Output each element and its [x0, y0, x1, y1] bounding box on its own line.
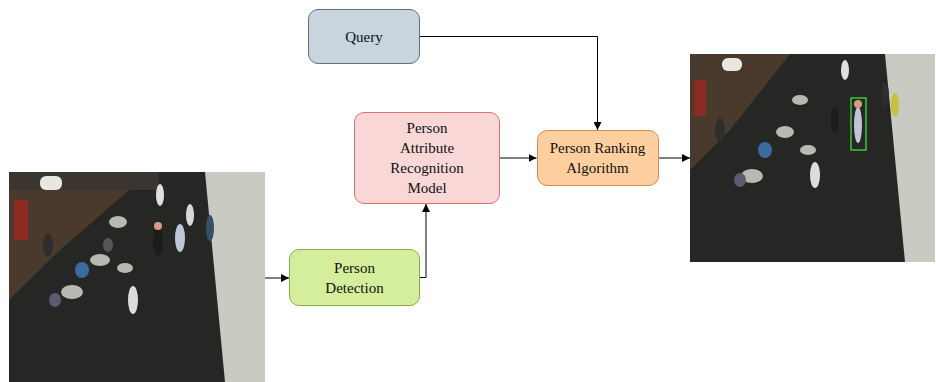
node-label: Person Ranking Algorithm [544, 138, 652, 178]
result-photo [690, 54, 935, 262]
connector-arrow [420, 204, 426, 278]
node-label: Person Detection [314, 258, 396, 298]
output-arrow [654, 158, 690, 159]
model-box: Person Attribute Recognition Model [354, 112, 500, 204]
input-photo [9, 172, 289, 382]
input-box: Query [308, 9, 420, 64]
algorithm-box: Person Ranking Algorithm [537, 130, 659, 186]
connector-arrow [500, 158, 537, 159]
node-label: Person Attribute Recognition Model [379, 118, 475, 198]
node-label: Query [345, 27, 383, 47]
process-box: Person Detection [289, 249, 420, 306]
